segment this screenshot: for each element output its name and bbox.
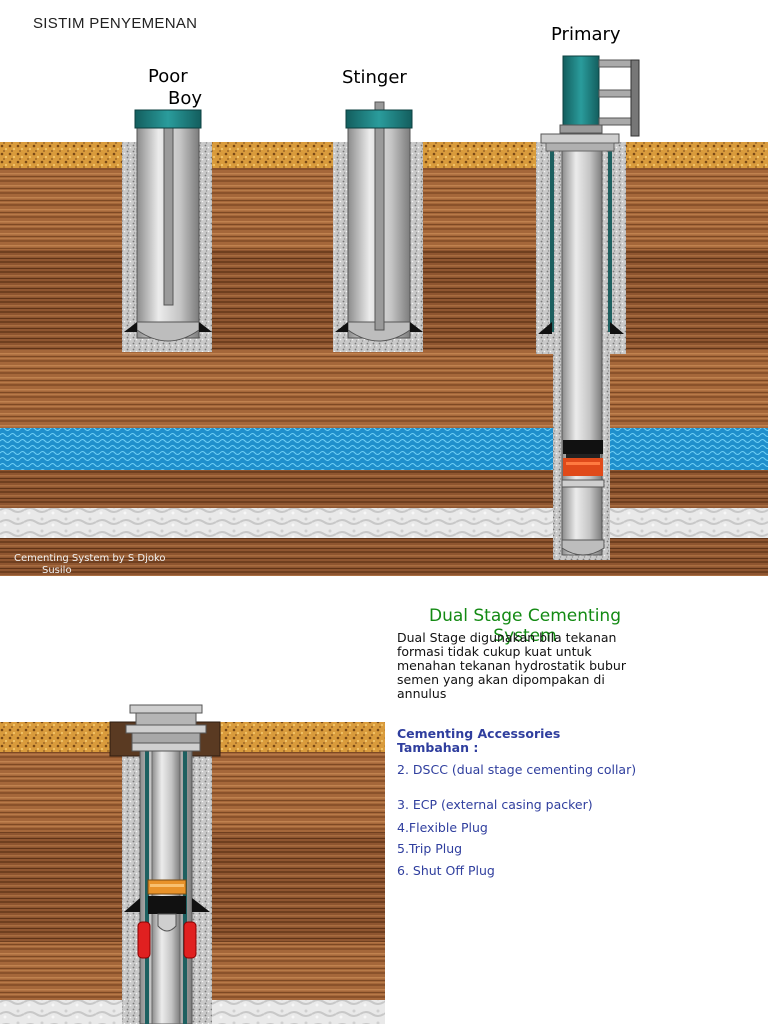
manifold-mid [598, 89, 636, 98]
accessory-item: 2. DSCC (dual stage cementing collar) [397, 762, 637, 777]
accessory-item: 5.Trip Plug [397, 841, 463, 856]
manifold-top [598, 59, 636, 68]
earth-layer-4 [0, 470, 768, 508]
dual-stage-description: Dual Stage digunakan bila tekanan formas… [397, 630, 626, 701]
casing-cap [134, 109, 202, 129]
flexible-plug [148, 896, 186, 914]
wellhead-flange [125, 724, 207, 734]
dscc-collar [157, 913, 177, 932]
float-shoe [561, 539, 605, 556]
upper-strata [0, 142, 768, 576]
ecp-packer-left [137, 921, 151, 959]
water-layer [0, 428, 768, 470]
accessories-title: Cementing Accessories Tambahan : [397, 726, 561, 755]
float-shoe [347, 321, 411, 342]
label-primary: Primary [551, 24, 621, 45]
inner-string [163, 109, 174, 306]
accessory-item: 4.Flexible Plug [397, 820, 488, 835]
earth-layer-3 [0, 350, 768, 428]
top-plug [563, 440, 603, 454]
centralizer-left [335, 322, 348, 332]
credit-line-2: Susilo [42, 565, 72, 576]
dual-stage-well [109, 704, 221, 1024]
casing [561, 144, 603, 556]
dual-stage-title: Dual Stage Cementing System [400, 606, 650, 646]
centralizer-right [199, 322, 212, 332]
stinger-well [333, 101, 423, 352]
cementing-head [562, 55, 600, 129]
primary-well [536, 55, 640, 560]
ecp-packer-right [183, 921, 197, 959]
casing-head-flange [540, 133, 620, 144]
label-stinger: Stinger [342, 67, 407, 88]
earth-layer-5 [0, 538, 768, 576]
float-shoe [136, 321, 200, 342]
wellhead-flange-top [129, 704, 203, 714]
bottom-plug [563, 458, 603, 476]
label-poor: Poor [148, 66, 188, 87]
credit-line-1: Cementing System by S Djoko [14, 553, 166, 564]
accessory-item: 6. Shut Off Plug [397, 863, 495, 878]
dual-stage-title-line2: System [493, 626, 557, 646]
casing-cap [345, 109, 413, 129]
centralizer-left [124, 322, 137, 332]
slide-title: SISTIM PENYEMENAN [33, 15, 198, 32]
poor-boy-well [122, 109, 212, 352]
manifold-bottom [598, 117, 636, 126]
stinger-pipe [374, 101, 385, 331]
dual-stage-title-line1: Dual Stage Cementing [428, 606, 621, 626]
accessory-item: 3. ECP (external casing packer) [397, 797, 593, 812]
float-collar [561, 479, 605, 488]
rock-layer [0, 508, 768, 538]
casing-head [545, 142, 615, 152]
centralizer-right [410, 322, 423, 332]
label-boy: Boy [168, 88, 203, 109]
